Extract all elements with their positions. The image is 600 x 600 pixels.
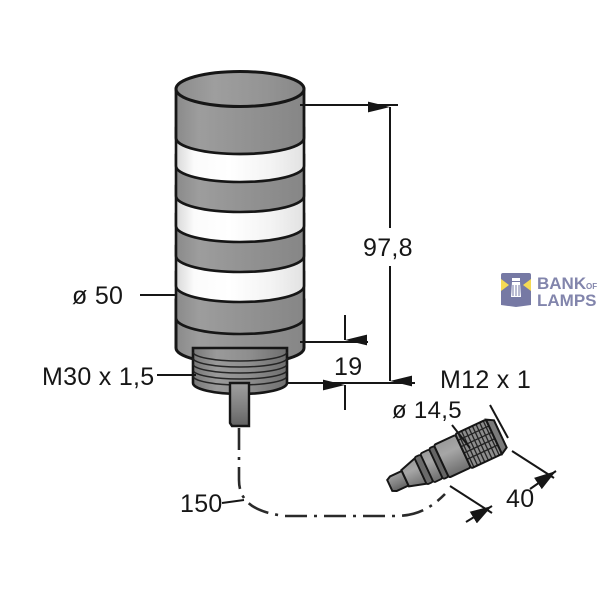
- label-thread-m12: M12 x 1: [440, 366, 531, 394]
- leader-thread-m12: [489, 404, 509, 439]
- watermark-bank-of-lamps: BANK OF LAMPS: [501, 273, 597, 310]
- tower-top-cap: [174, 70, 306, 108]
- connector-front-face: [484, 418, 508, 457]
- label-thread-m30: M30 x 1,5: [42, 363, 154, 391]
- label-length-40: 40: [506, 485, 534, 513]
- watermark-bank: BANK: [537, 274, 587, 293]
- label-diameter-145: ø 14,5: [392, 397, 462, 424]
- dimension-lines: [288, 101, 415, 410]
- label-height-978: 97,8: [363, 234, 413, 262]
- lighthouse-icon: [501, 273, 531, 307]
- leader-diameter-145: [451, 424, 471, 449]
- cable-stub: [228, 381, 251, 428]
- signal-tower-body: [174, 70, 306, 428]
- label-diameter-50: ø 50: [72, 282, 123, 310]
- knurling-lines: [457, 420, 500, 468]
- cable-path: [237, 428, 446, 518]
- watermark-of: OF: [586, 282, 597, 291]
- label-height-19: 19: [334, 353, 362, 381]
- leader-cable-length: [221, 499, 245, 504]
- label-cable-150: 150: [180, 490, 223, 518]
- watermark-lamps: LAMPS: [537, 291, 597, 310]
- m12-connector: [386, 418, 508, 492]
- dimension-40: [449, 450, 557, 524]
